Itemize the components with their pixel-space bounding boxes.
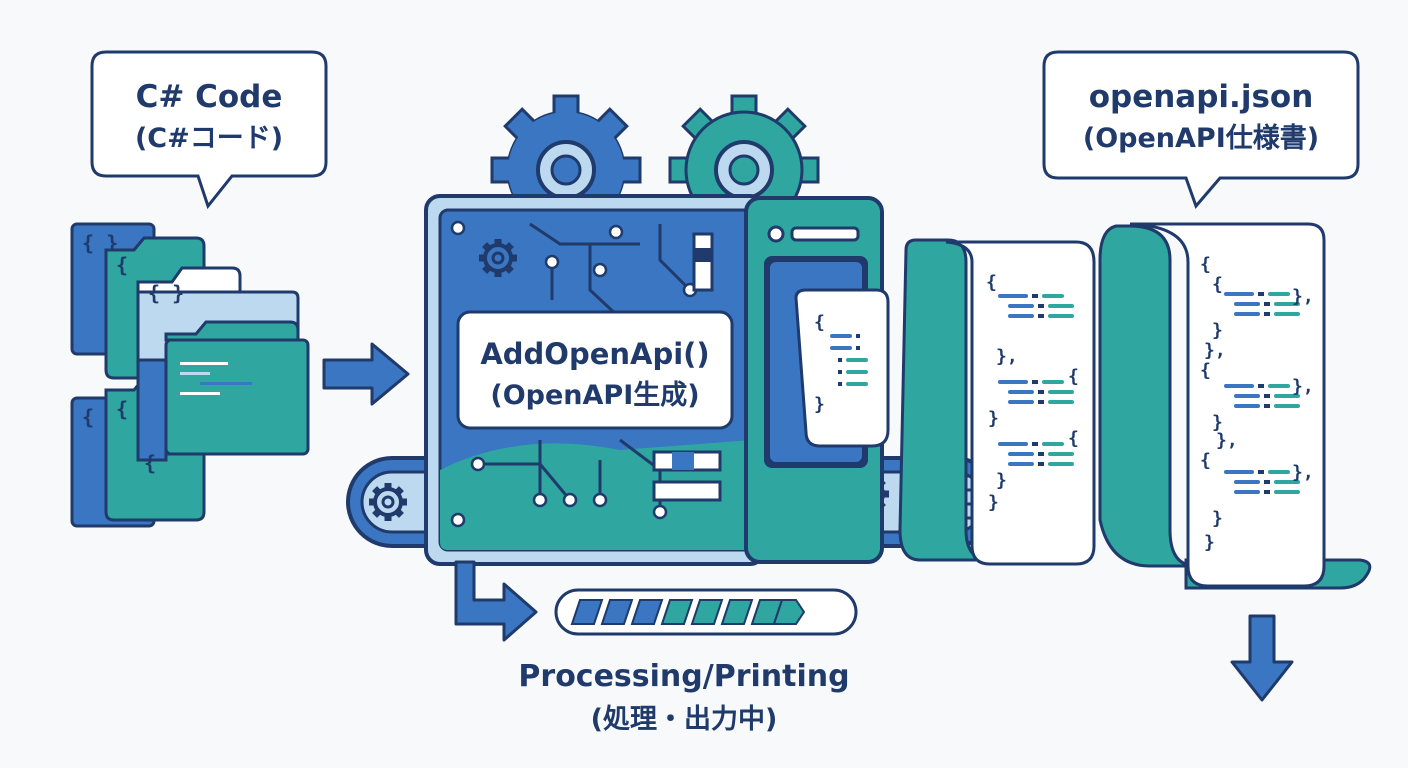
code-brace: } [996, 470, 1007, 491]
file-brace: { [116, 397, 128, 421]
file-brace: { [116, 253, 128, 277]
code-brace: } [1204, 532, 1215, 553]
code-brace: { [1068, 366, 1079, 387]
code-brace: { [1068, 428, 1079, 449]
folder-icon [164, 320, 300, 342]
code-brace: }, [996, 346, 1018, 367]
progress-segment [660, 599, 694, 625]
progress-segment [630, 599, 664, 625]
code-brace: } [1212, 412, 1223, 433]
speech-bubble-icon [90, 50, 328, 210]
progress-segment [570, 599, 604, 625]
code-brace: }, [1292, 286, 1314, 307]
progress-segment [720, 599, 754, 625]
output-label-bubble: openapi.json (OpenAPI仕様書) [1042, 50, 1360, 209]
code-brace: { [1200, 450, 1211, 471]
progress-bar-icon [554, 588, 858, 636]
input-label-title: C# Code [136, 79, 283, 115]
code-file-stack: { } { { { { } { [70, 222, 310, 528]
machine-label-panel [456, 310, 734, 430]
code-brace: }, [1292, 376, 1314, 397]
code-brace: } [1212, 320, 1223, 341]
printer-unit: { } [744, 196, 890, 564]
arrow-right-icon [322, 342, 410, 406]
code-brace: } [1212, 508, 1223, 529]
status-subtitle: (処理・出力中) [591, 703, 778, 735]
code-brace: } [988, 408, 999, 429]
input-label-bubble: C# Code (C#コード) [90, 50, 328, 210]
progress-segment [690, 599, 724, 625]
arrow-down-icon [1230, 614, 1294, 702]
paper-scroll-icon [794, 288, 890, 448]
machine-label-title: AddOpenApi() [480, 337, 709, 371]
progress-segment [600, 599, 634, 625]
status-title: Processing/Printing [518, 659, 849, 694]
code-brace: }, [1216, 430, 1238, 451]
file-brace: { [144, 451, 156, 475]
progress-tip [772, 599, 806, 625]
code-brace: }, [1204, 340, 1226, 361]
paper-scroll-icon: { }, { } { } } { { }, } }, { }, } }, { }… [898, 222, 1372, 590]
file-brace: { [82, 405, 94, 429]
output-label-subtitle: (OpenAPI仕様書) [1083, 123, 1319, 154]
code-brace: { [1200, 254, 1211, 275]
code-brace: } [988, 492, 999, 513]
input-label-subtitle: (C#コード) [135, 123, 283, 154]
code-brace: { [986, 272, 997, 293]
machine: AddOpenApi() (OpenAPI生成) [424, 194, 766, 566]
arrow-right-icon [454, 560, 538, 642]
machine-label-subtitle: (OpenAPI生成) [490, 380, 699, 411]
code-brace: { [1200, 360, 1211, 381]
output-label-title: openapi.json [1089, 79, 1314, 115]
code-brace: }, [1292, 462, 1314, 483]
code-brace: { [1212, 274, 1223, 295]
file-brace: { } [148, 281, 184, 305]
code-brace: { [814, 312, 825, 333]
speech-bubble-icon [1042, 50, 1360, 209]
code-brace: } [814, 394, 825, 415]
